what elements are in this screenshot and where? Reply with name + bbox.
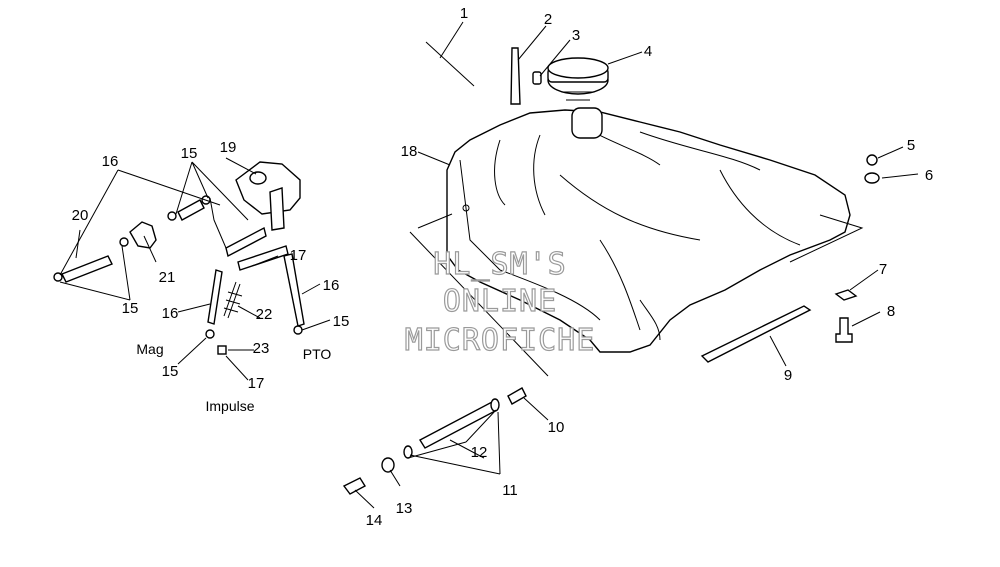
- callout-9: 9: [784, 367, 792, 384]
- callout-2: 2: [544, 11, 552, 28]
- callout-20: 20: [72, 207, 89, 224]
- callout-14: 14: [366, 512, 383, 529]
- callout-13: 13: [396, 500, 413, 517]
- strap: [700, 305, 812, 363]
- watermark-line-1: HL_SM'S: [433, 247, 566, 282]
- callout-6: 6: [925, 167, 933, 184]
- watermark-line-3: MICROFICHE: [405, 323, 596, 358]
- caption-pto: PTO: [303, 346, 332, 362]
- callout-10: 10: [548, 419, 565, 436]
- fuel-line-group: [53, 161, 305, 355]
- callout-23: 23: [253, 340, 270, 357]
- washer: [864, 172, 880, 184]
- callout-22: 22: [256, 306, 273, 323]
- callout-17-lower: 17: [248, 375, 265, 392]
- vent-rod: [425, 41, 475, 87]
- callout-15-pto: 15: [333, 313, 350, 330]
- callout-17-upper: 17: [290, 247, 307, 264]
- callout-21: 21: [159, 269, 176, 286]
- grommet: [532, 71, 542, 85]
- callout-7: 7: [879, 261, 887, 278]
- nut: [866, 154, 878, 166]
- callout-12: 12: [471, 444, 488, 461]
- fuel-tank: [446, 109, 864, 353]
- caption-mag: Mag: [136, 341, 163, 357]
- callout-18: 18: [401, 143, 418, 160]
- callout-15-top: 15: [181, 145, 198, 162]
- callout-16-top: 16: [102, 153, 119, 170]
- leader-lines: [59, 21, 919, 509]
- callout-3: 3: [572, 27, 580, 44]
- fuel-cap: [547, 57, 609, 139]
- bolt: [835, 317, 853, 343]
- callout-numbers: 1 2 3 4 5 6 7 8 9 10 11 12 13 14 15 15 1…: [72, 5, 934, 529]
- caption-impulse: Impulse: [205, 398, 254, 414]
- captions: Mag Impulse PTO: [136, 341, 331, 414]
- callout-5: 5: [907, 137, 915, 154]
- callout-11: 11: [502, 482, 518, 499]
- watermark-line-2: ONLINE: [443, 284, 557, 319]
- clip: [834, 289, 858, 301]
- callout-4: 4: [644, 43, 652, 60]
- callout-19: 19: [220, 139, 237, 156]
- watermark: HL_SM'S ONLINE MICROFICHE: [404, 246, 596, 358]
- callout-16-right: 16: [323, 277, 340, 294]
- callout-15-mag: 15: [162, 363, 179, 380]
- fuel-hose-assembly: [342, 387, 527, 495]
- fuel-gauge: [510, 47, 521, 105]
- callout-15-left: 15: [122, 300, 139, 317]
- callout-16-mid: 16: [162, 305, 179, 322]
- callout-1: 1: [460, 5, 468, 22]
- callout-8: 8: [887, 303, 895, 320]
